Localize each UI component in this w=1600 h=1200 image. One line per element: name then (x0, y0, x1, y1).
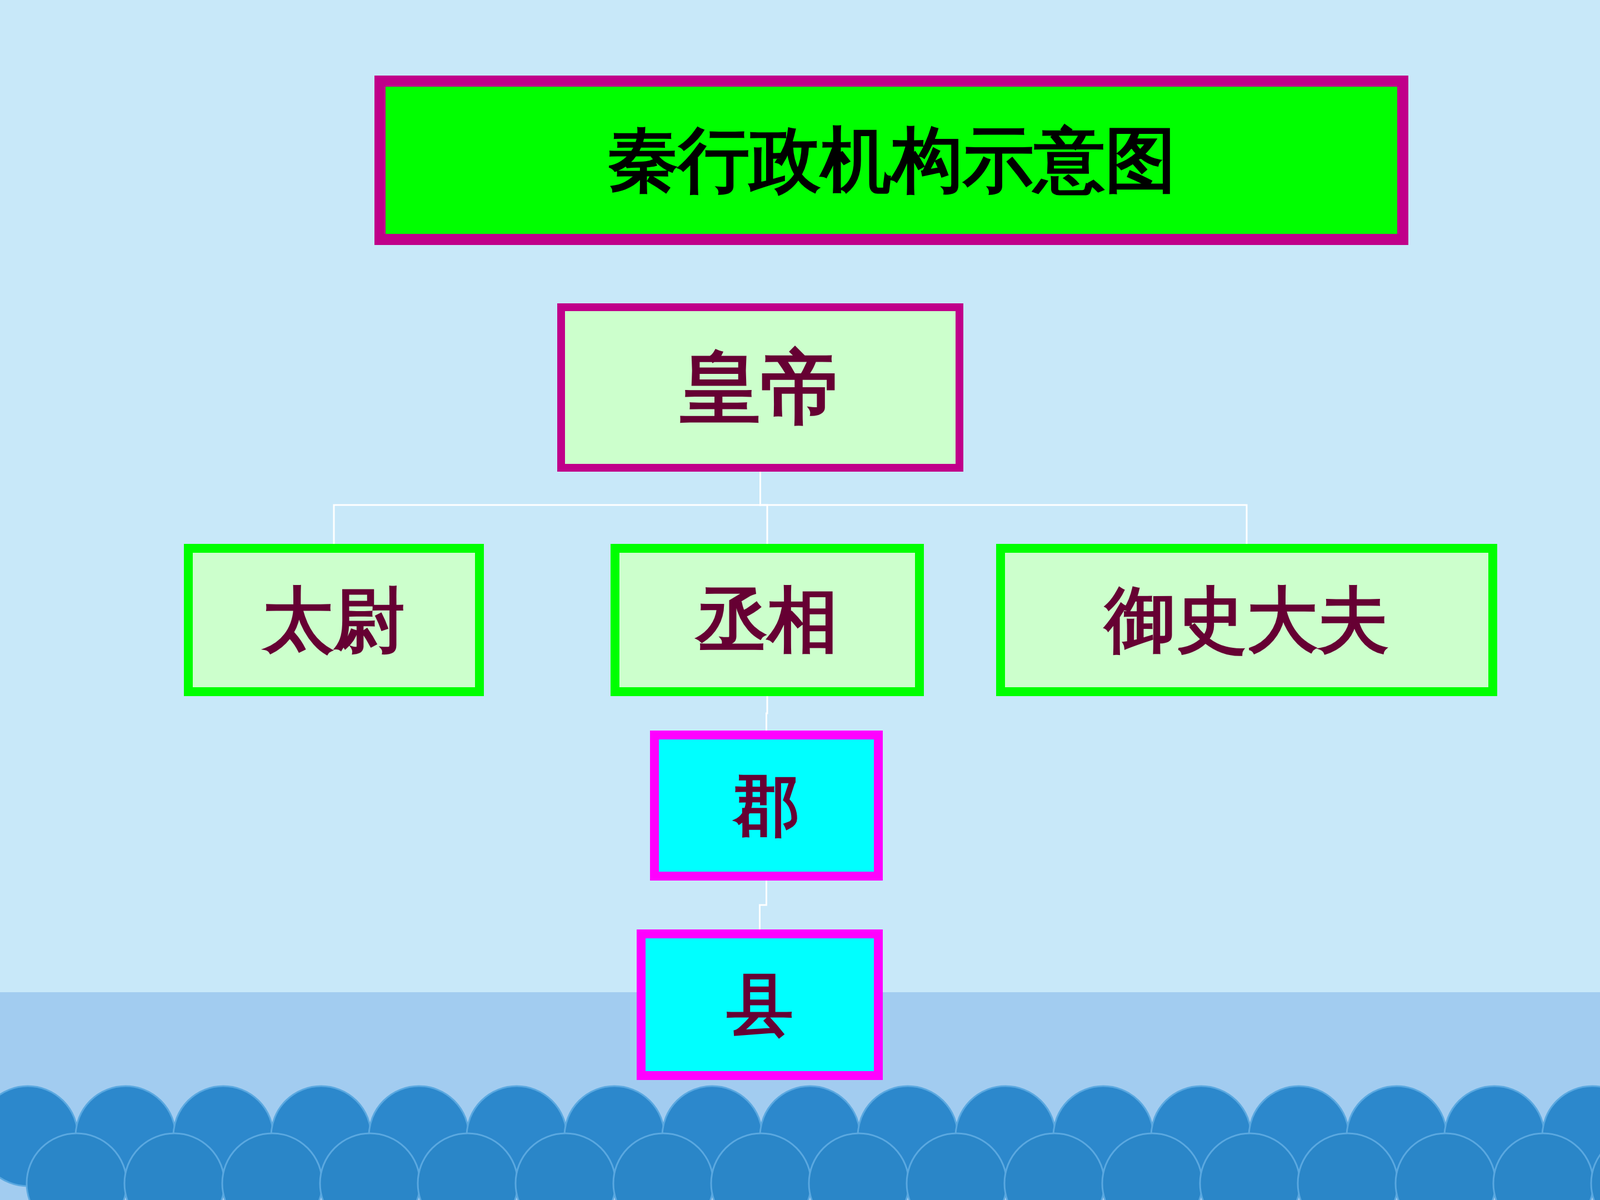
org-box-text: 郡 (733, 768, 800, 843)
org-box-text: 太尉 (262, 581, 405, 660)
scallop (1200, 1133, 1300, 1200)
connector (760, 880, 767, 930)
title-box: 秦行政机构示意图 (374, 75, 1409, 245)
connector (760, 471, 768, 544)
scallop (1493, 1133, 1594, 1200)
org-box-text: 丞相 (696, 581, 839, 660)
org-box: 县 (636, 929, 883, 1080)
scallop (124, 1133, 225, 1200)
scallop (417, 1133, 518, 1200)
org-box-text: 县 (726, 968, 794, 1042)
scallop (1591, 1133, 1600, 1200)
org-box: 丞相 (610, 543, 924, 697)
org-box: 皇帝 (557, 303, 964, 472)
scallop (613, 1133, 714, 1200)
org-box-text: 御史大夫 (1104, 581, 1389, 660)
org-box: 太尉 (183, 543, 484, 697)
scallop (515, 1133, 616, 1200)
scallop (1395, 1133, 1496, 1200)
org-box: 郡 (650, 730, 883, 881)
scallop (26, 1133, 127, 1200)
scallop (1297, 1133, 1398, 1200)
scallop (320, 1133, 420, 1200)
scallop (222, 1133, 323, 1200)
org-box: 御史大夫 (996, 543, 1498, 697)
scallop (808, 1133, 909, 1200)
connector (760, 471, 1248, 544)
scallop (711, 1133, 812, 1200)
scallop (906, 1133, 1007, 1200)
title-box-text: 秦行政机构示意图 (607, 121, 1177, 200)
scallop (1004, 1133, 1105, 1200)
scallop (1102, 1133, 1203, 1200)
connector (333, 471, 761, 544)
scallop-row (0, 1086, 1600, 1200)
org-box-text: 皇帝 (680, 343, 842, 433)
connector (766, 696, 768, 731)
